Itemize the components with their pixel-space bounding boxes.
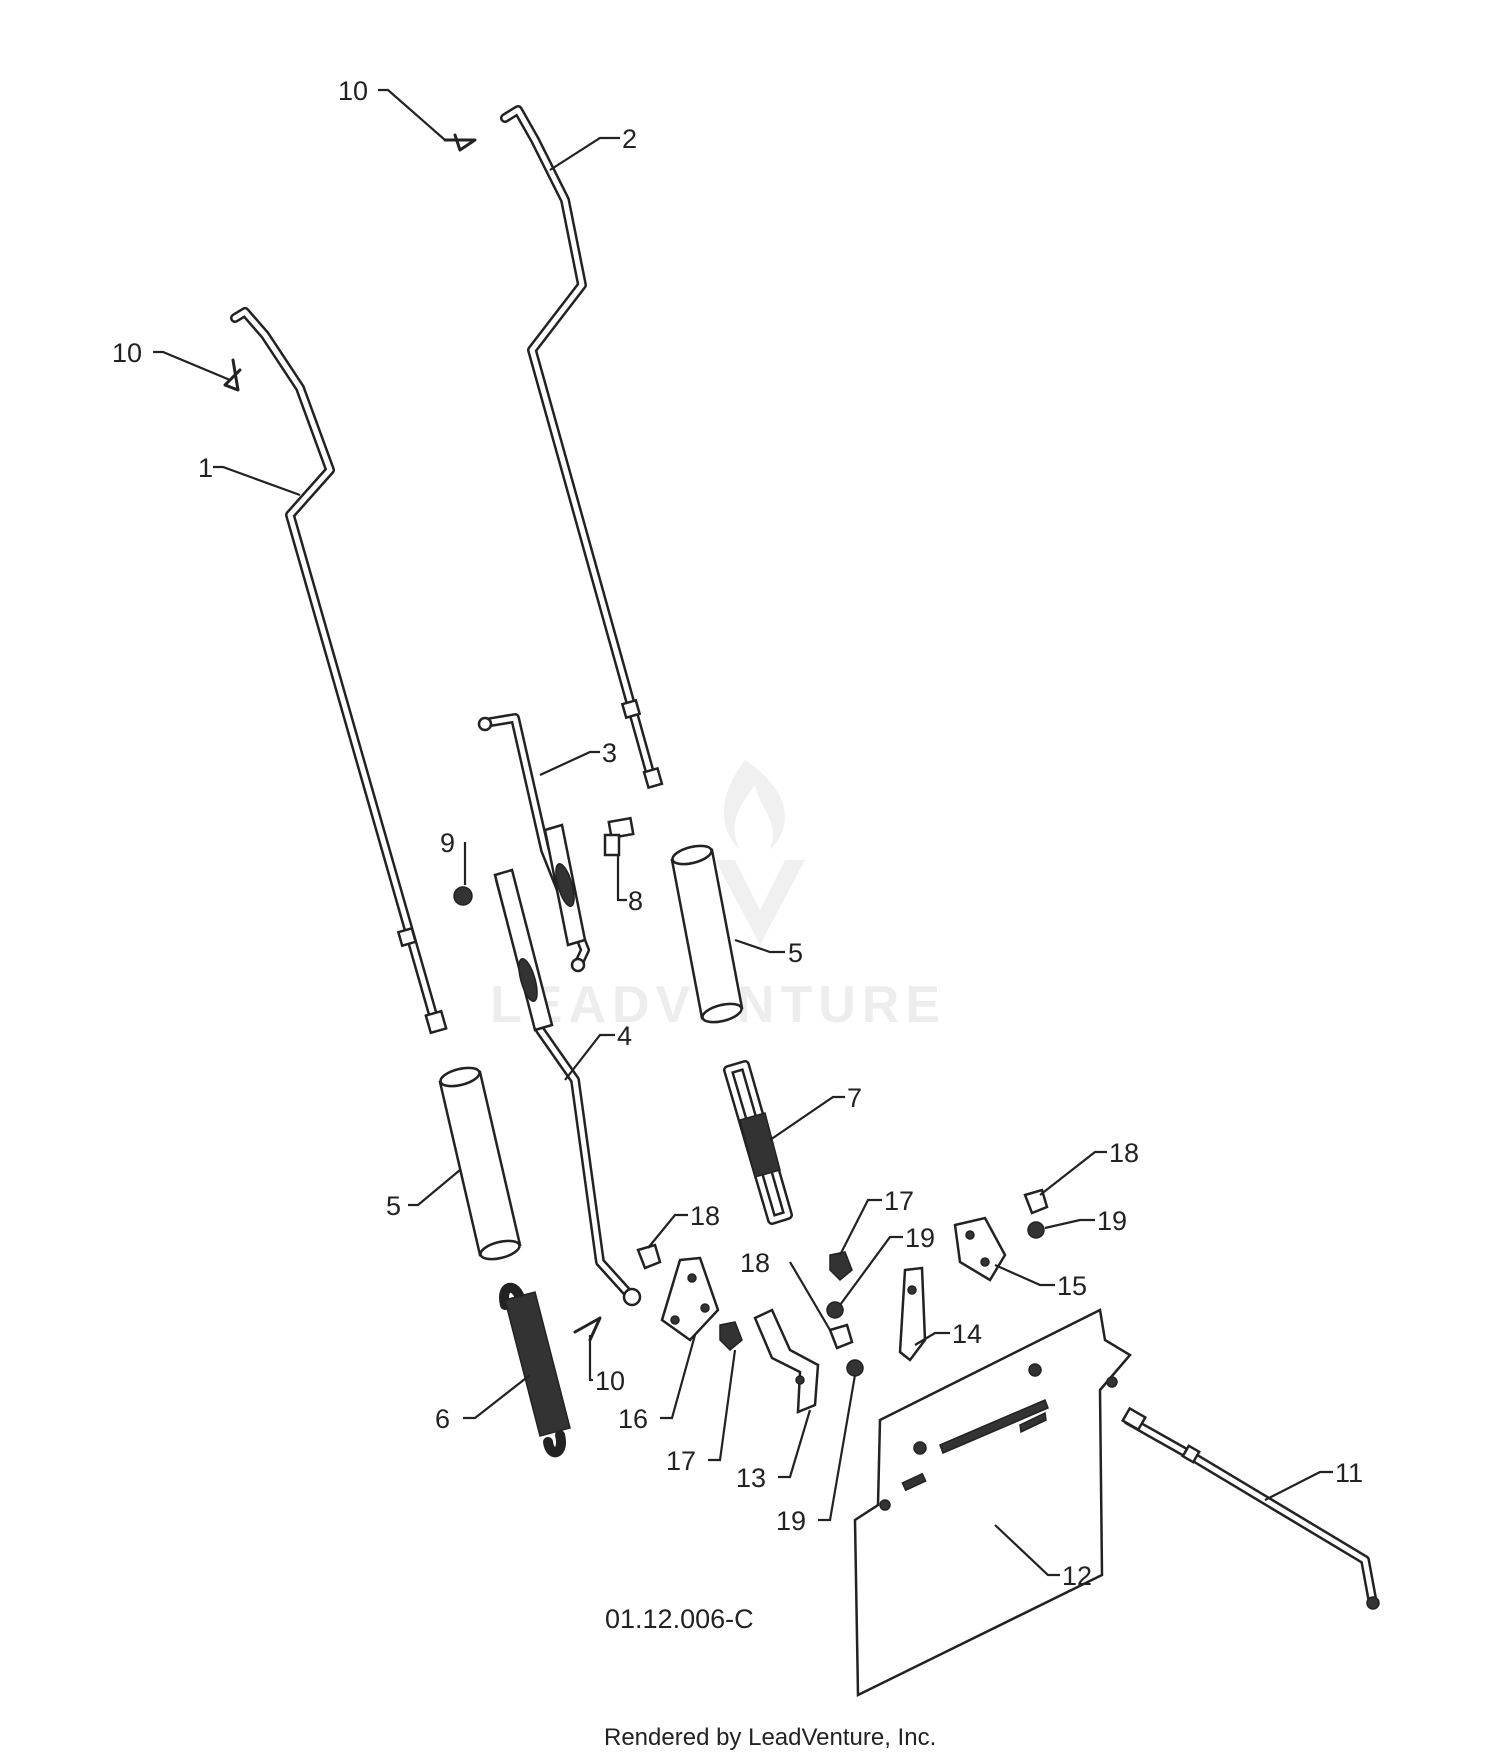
part-15-plate — [953, 1216, 1007, 1282]
drawing-code: 01.12.006-C — [605, 1604, 754, 1634]
callout-11: 11 — [1335, 1458, 1363, 1488]
part-7-spring — [723, 1060, 793, 1225]
part-14-bracket — [898, 1266, 927, 1362]
callout-16: 16 — [618, 1404, 648, 1434]
callout-10: 10 — [112, 338, 142, 368]
callout-labels: 10 2 10 1 3 9 8 5 4 7 5 18 17 19 18 19 1… — [112, 76, 1363, 1591]
part-3-rod — [477, 713, 590, 973]
part-2-rod — [500, 105, 664, 790]
callout-9: 9 — [440, 828, 455, 858]
part-4-rod — [493, 868, 642, 1307]
callout-18: 18 — [690, 1201, 720, 1231]
part-16-plate — [660, 1256, 720, 1342]
callout-1: 1 — [198, 453, 213, 483]
part-10-clip-a — [443, 133, 477, 152]
part-18-bolt-b — [1023, 1188, 1049, 1215]
callout-18: 18 — [740, 1248, 770, 1278]
callout-4: 4 — [617, 1021, 632, 1051]
part-19-nut-b — [826, 1301, 844, 1319]
callout-6: 6 — [435, 1404, 450, 1434]
callout-5: 5 — [386, 1191, 401, 1221]
callout-2: 2 — [622, 124, 637, 154]
part-13-bracket — [753, 1308, 820, 1414]
part-19-nut-c — [846, 1359, 864, 1377]
part-6-spring — [499, 1282, 571, 1458]
callout-10: 10 — [338, 76, 368, 106]
part-10-clip-c — [573, 1316, 602, 1342]
callout-18: 18 — [1109, 1138, 1139, 1168]
part-8-bolt — [603, 816, 635, 857]
callout-10: 10 — [595, 1366, 625, 1396]
callout-17: 17 — [666, 1446, 696, 1476]
part-5-grip-upper — [670, 844, 744, 1024]
watermark-flame-icon — [723, 760, 785, 850]
callout-7: 7 — [847, 1083, 862, 1113]
part-10-clip-b — [223, 358, 242, 392]
callout-5: 5 — [788, 938, 803, 968]
callout-13: 13 — [736, 1463, 766, 1493]
callout-17: 17 — [884, 1186, 914, 1216]
callout-19: 19 — [776, 1506, 806, 1536]
part-17-bolt-b — [719, 1321, 743, 1352]
callout-14: 14 — [952, 1319, 982, 1349]
callout-leaders — [153, 88, 1333, 1577]
watermark-v-icon — [715, 860, 805, 945]
part-17-bolt-a — [829, 1251, 853, 1282]
part-1-rod — [230, 307, 448, 1035]
footer-credit: Rendered by LeadVenture, Inc. — [604, 1724, 936, 1751]
callout-15: 15 — [1057, 1271, 1087, 1301]
callout-12: 12 — [1062, 1561, 1092, 1591]
part-9-nut — [453, 886, 473, 906]
callout-19: 19 — [905, 1223, 935, 1253]
callout-19: 19 — [1097, 1206, 1127, 1236]
part-18-bolt-c — [828, 1323, 854, 1350]
part-12-plate — [853, 1308, 1132, 1697]
callout-8: 8 — [628, 886, 643, 916]
callout-3: 3 — [602, 738, 617, 768]
part-19-nut-a — [1027, 1221, 1045, 1239]
part-5-grip-lower — [438, 1066, 522, 1261]
part-11-rod — [1120, 1406, 1380, 1610]
